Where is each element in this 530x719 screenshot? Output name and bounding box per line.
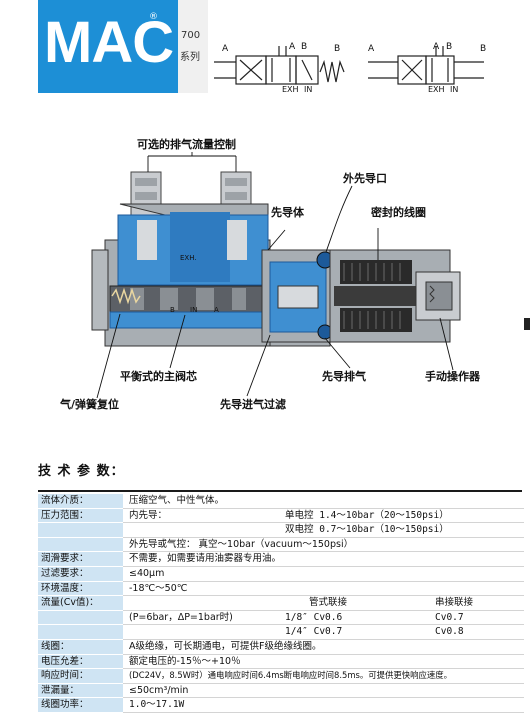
label-pilot-body: 先导体 bbox=[271, 206, 304, 219]
series-tab bbox=[178, 0, 208, 93]
brand-logo-text: MAC bbox=[44, 10, 174, 75]
spec-value bbox=[123, 624, 279, 640]
spec-value: 不需要，如需要请用油雾器专用油。 bbox=[123, 551, 524, 567]
spec-row: 线圈功率： 1.0～17.1W bbox=[38, 697, 524, 713]
exh-label-2: EXH bbox=[428, 85, 445, 94]
spec-value: A级绝缘，可长期通电，可提供F级绝缘线圈。 bbox=[123, 639, 524, 655]
spec-value: 外先导或气控： 真空～10bar（vacuum～150psi） bbox=[123, 537, 524, 553]
spec-row: 泄漏量： ≤50cm³/min bbox=[38, 683, 524, 699]
label-pilot-inlet-filter: 先导进气过滤 bbox=[220, 398, 286, 411]
spec-value bbox=[123, 522, 279, 538]
spec-value: Cv0.8 bbox=[429, 624, 524, 640]
spec-key: 过滤要求： bbox=[38, 566, 123, 582]
spec-value bbox=[123, 595, 279, 611]
spec-key: 流体介质： bbox=[38, 494, 123, 509]
spec-value: 双电控 0.7～10bar（10～150psi） bbox=[279, 522, 524, 538]
spec-section-title: 技 术 参 数： bbox=[38, 464, 125, 479]
spec-key: 线圈： bbox=[38, 639, 123, 655]
spec-divider bbox=[38, 490, 522, 492]
spec-key: 环境温度： bbox=[38, 581, 123, 597]
label-balanced-spool: 平衡式的主阀芯 bbox=[120, 370, 197, 383]
label-air-spring-return: 气/弹簧复位 bbox=[60, 398, 120, 411]
spec-row: 环境温度： -18℃～50℃ bbox=[38, 581, 524, 597]
spec-key bbox=[38, 624, 123, 640]
spec-key: 流量(Cv值)： bbox=[38, 595, 123, 611]
spec-value: ≤50cm³/min bbox=[123, 683, 524, 699]
spec-row: 双电控 0.7～10bar（10～150psi） bbox=[38, 522, 524, 538]
valve-symbol-double bbox=[368, 46, 484, 85]
spec-key: 电压允差： bbox=[38, 654, 123, 670]
spec-key bbox=[38, 522, 123, 538]
spec-table: 流体介质： 压缩空气、中性气体。 压力范围： 内先导： 单电控 1.4～10ba… bbox=[38, 494, 524, 713]
spec-value: -18℃～50℃ bbox=[123, 581, 524, 597]
label-external-pilot-port: 外先导口 bbox=[343, 172, 387, 185]
spec-key bbox=[38, 537, 123, 553]
spec-row: 流量(Cv值)： 管式联接 串接联接 bbox=[38, 595, 524, 611]
exh-label: EXH bbox=[282, 85, 299, 94]
spec-value: Cv0.7 bbox=[429, 610, 524, 626]
spec-key: 压力范围： bbox=[38, 508, 123, 524]
port-b-label: B bbox=[334, 44, 341, 54]
spec-row: 外先导或气控： 真空～10bar（vacuum～150psi） bbox=[38, 537, 524, 553]
spec-value: 压缩空气、中性气体。 bbox=[123, 494, 524, 509]
spec-key: 润滑要求： bbox=[38, 551, 123, 567]
port-b-label-mid: B bbox=[301, 42, 308, 52]
spec-row: 润滑要求： 不需要，如需要请用油雾器专用油。 bbox=[38, 551, 524, 567]
label-exhaust-flow-control: 可选的排气流量控制 bbox=[137, 138, 236, 151]
spec-value: 串接联接 bbox=[429, 595, 524, 611]
inner-label-exh: EXH. bbox=[180, 254, 197, 262]
spec-row: (P=6bar，ΔP=1bar时) 1/8″ Cv0.6 Cv0.7 bbox=[38, 610, 524, 626]
spec-key: 线圈功率： bbox=[38, 697, 123, 713]
port-a-label-mid2: A bbox=[433, 42, 440, 52]
registered-mark: ® bbox=[149, 12, 158, 22]
spec-row: 电压允差： 额定电压的-15％～+10％ bbox=[38, 654, 524, 670]
spec-key: 泄漏量： bbox=[38, 683, 123, 699]
spec-row: 线圈： A级绝缘，可长期通电，可提供F级绝缘线圈。 bbox=[38, 639, 524, 655]
brand-logo-block bbox=[38, 0, 178, 93]
spec-row: 压力范围： 内先导： 单电控 1.4～10bar（20～150psi） bbox=[38, 508, 524, 524]
series-label: 系列 bbox=[180, 52, 200, 63]
spec-value: 1/8″ Cv0.6 bbox=[279, 610, 429, 626]
inner-label-a: A bbox=[214, 306, 219, 314]
in-label: IN bbox=[304, 85, 313, 94]
port-b-label-right: B bbox=[480, 44, 487, 54]
port-b-label-mid2: B bbox=[446, 42, 453, 52]
spec-value: (P=6bar，ΔP=1bar时) bbox=[123, 610, 279, 626]
inner-label-in: IN bbox=[190, 306, 198, 314]
spec-value: 管式联接 bbox=[279, 595, 429, 611]
spec-row: 过滤要求： ≤40μm bbox=[38, 566, 524, 582]
label-manual-operator: 手动操作器 bbox=[425, 370, 480, 383]
port-a-label: A bbox=[222, 44, 229, 54]
label-pilot-exhaust: 先导排气 bbox=[322, 370, 366, 383]
valve-cutaway-diagram bbox=[91, 152, 461, 399]
spec-value: (DC24V，8.5W时）通电响应时间6.4ms断电响应时间8.5ms。可提供更… bbox=[123, 668, 524, 684]
inner-label-b: B bbox=[170, 306, 175, 314]
spec-row: 1/4″ Cv0.7 Cv0.8 bbox=[38, 624, 524, 640]
spec-value: 1/4″ Cv0.7 bbox=[279, 624, 429, 640]
spec-row: 响应时间： (DC24V，8.5W时）通电响应时间6.4ms断电响应时间8.5m… bbox=[38, 668, 524, 684]
port-a-label-right: A bbox=[368, 44, 375, 54]
spec-value: 额定电压的-15％～+10％ bbox=[123, 654, 524, 670]
spec-value: 内先导： bbox=[123, 508, 279, 524]
spec-key: 响应时间： bbox=[38, 668, 123, 684]
spec-value: 单电控 1.4～10bar（20～150psi） bbox=[279, 508, 524, 524]
spec-row: 流体介质： 压缩空气、中性气体。 bbox=[38, 494, 524, 509]
valve-symbol-single bbox=[214, 46, 345, 85]
in-label-2: IN bbox=[450, 85, 459, 94]
series-number: 700 bbox=[181, 30, 201, 41]
spec-value: 1.0～17.1W bbox=[123, 697, 524, 713]
page-edge-tab bbox=[524, 318, 530, 330]
spec-key bbox=[38, 610, 123, 626]
port-a-label-mid: A bbox=[289, 42, 296, 52]
spec-value: ≤40μm bbox=[123, 566, 524, 582]
label-sealed-coil: 密封的线圈 bbox=[371, 206, 426, 219]
